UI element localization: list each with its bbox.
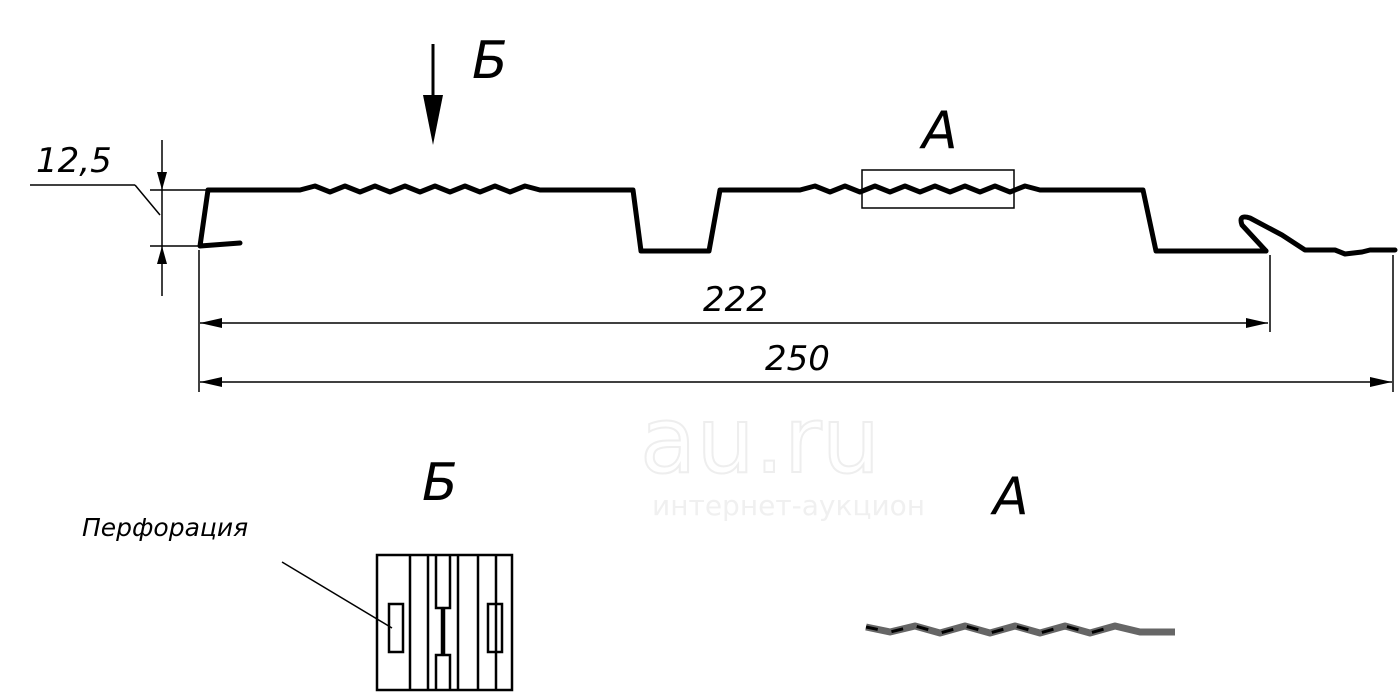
watermark-tagline: интернет-аукцион <box>652 489 925 522</box>
perforation-leader <box>281 561 393 629</box>
inner-width-dimension <box>198 250 1271 392</box>
detail-a-wave-edge <box>865 624 1116 635</box>
dim-inner-width-label: 222 <box>703 280 768 320</box>
dim-total-width-label: 250 <box>765 339 830 379</box>
detail-a-frame <box>861 169 1015 209</box>
detail-b-title: Б <box>422 453 458 513</box>
watermark-logo: au.ru <box>640 387 880 494</box>
profile-outline <box>197 183 1398 257</box>
view-b-arrow <box>423 44 443 145</box>
detail-a-title: А <box>990 467 1029 527</box>
height-dimension <box>30 140 207 296</box>
view-b-label: Б <box>472 31 508 91</box>
detail-b-perforation-view <box>375 553 514 692</box>
view-a-label: А <box>919 101 958 161</box>
perforation-label: Перфорация <box>82 513 248 542</box>
total-width-dimension <box>200 255 1394 392</box>
detail-a-wave <box>865 622 1175 637</box>
dim-height-label: 12,5 <box>36 141 112 181</box>
